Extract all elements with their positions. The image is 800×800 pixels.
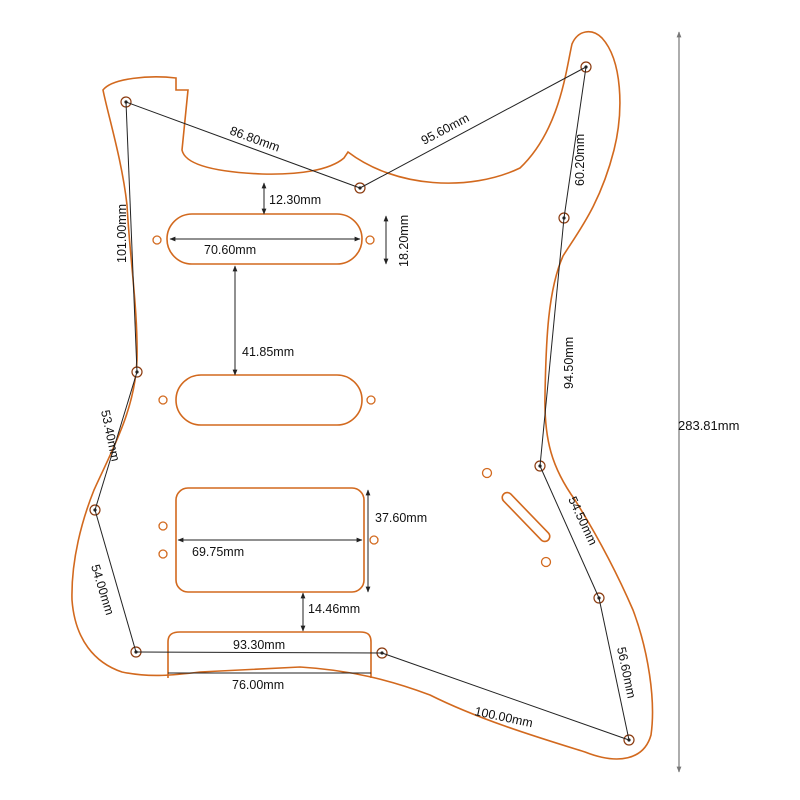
label-56-60: 56.60mm (614, 646, 639, 700)
label-283-81: 283.81mm (678, 418, 739, 433)
label-101-00: 101.00mm (115, 204, 129, 263)
hole-spacing-lines (94, 66, 630, 741)
label-76-00: 76.00mm (232, 678, 284, 692)
mount-hole (369, 535, 379, 545)
label-94-50: 94.50mm (562, 337, 576, 389)
mount-hole (540, 556, 552, 568)
humbucker-cutout (175, 487, 365, 593)
label-93-30: 93.30mm (233, 638, 285, 652)
label-14-46: 14.46mm (308, 602, 360, 616)
label-69-75: 69.75mm (192, 545, 244, 559)
label-54-50: 54.50mm (565, 494, 600, 547)
mount-hole (481, 467, 493, 479)
label-70-60: 70.60mm (204, 243, 256, 257)
middle-pickup-cutout (175, 374, 363, 426)
switch-slot (501, 491, 551, 543)
mount-hole (152, 235, 162, 245)
label-18-20: 18.20mm (397, 215, 411, 267)
pickguard-outline (71, 31, 654, 760)
mount-hole (158, 521, 168, 531)
label-86-80: 86.80mm (228, 124, 282, 155)
mount-hole (366, 395, 376, 405)
label-41-85: 41.85mm (242, 345, 294, 359)
bottom-cutout (167, 631, 372, 678)
mount-hole (158, 549, 168, 559)
label-60-20: 60.20mm (573, 134, 587, 186)
label-12-30: 12.30mm (269, 193, 321, 207)
mount-hole (365, 235, 375, 245)
mount-hole (158, 395, 168, 405)
label-37-60: 37.60mm (375, 511, 427, 525)
